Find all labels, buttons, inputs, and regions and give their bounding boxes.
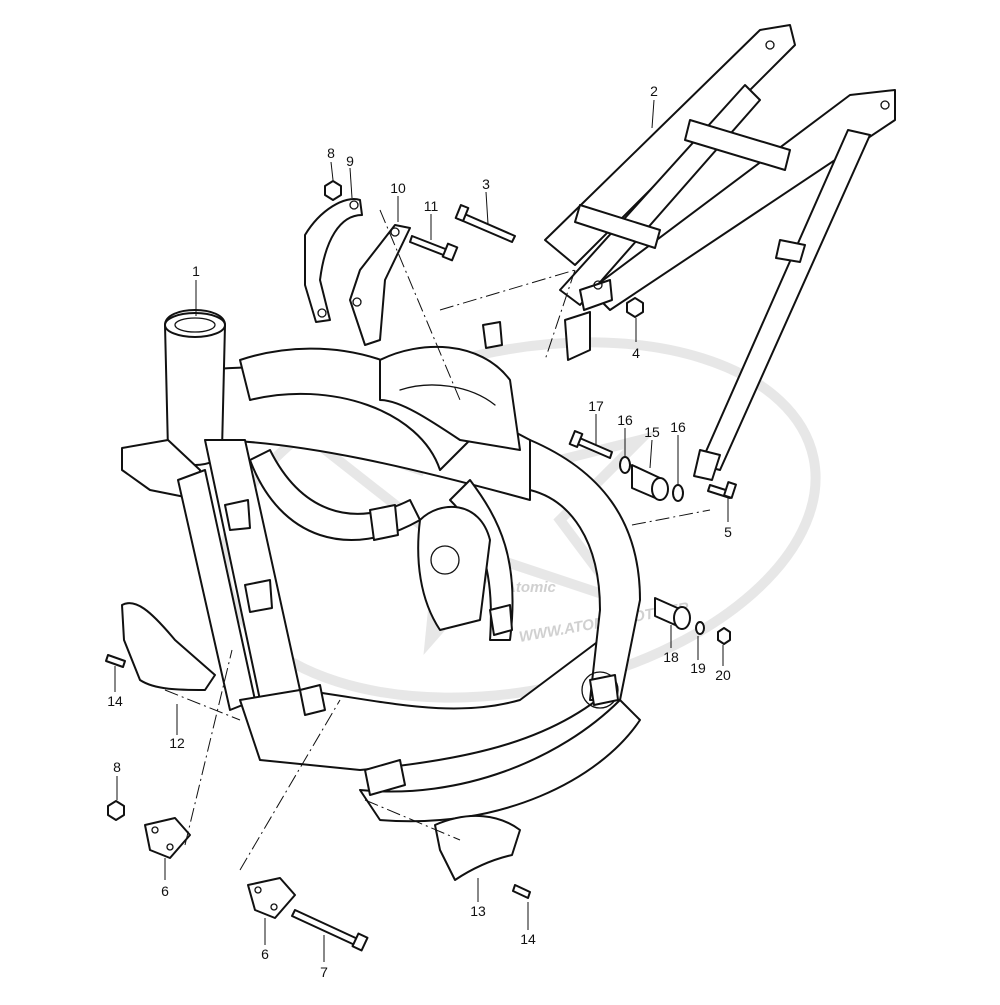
- callout-20: 20: [715, 667, 731, 683]
- rear-subframe: [544, 24, 896, 481]
- fasteners: [105, 180, 737, 952]
- guard-12: [121, 602, 216, 691]
- callout-6b: 6: [261, 946, 269, 962]
- plate-6-lower: [247, 877, 296, 919]
- callout-8a: 8: [327, 145, 335, 161]
- callouts: 1 2 3 4 5 6 6 7 8 8 9 10 11 12 13 14 14 …: [107, 83, 732, 980]
- callout-19: 19: [690, 660, 706, 676]
- callout-18: 18: [663, 649, 679, 665]
- callout-8b: 8: [113, 759, 121, 775]
- reference-lines: [164, 209, 711, 871]
- callout-10: 10: [390, 180, 406, 196]
- callout-3: 3: [482, 176, 490, 192]
- callout-7: 7: [320, 964, 328, 980]
- bracket-10: [349, 224, 411, 346]
- callout-9: 9: [346, 153, 354, 169]
- callout-2: 2: [650, 83, 658, 99]
- callout-17: 17: [588, 398, 604, 414]
- callout-13: 13: [470, 903, 486, 919]
- callout-15: 15: [644, 424, 660, 440]
- bracket-9: [304, 198, 363, 323]
- callout-4: 4: [632, 345, 640, 361]
- guard-13: [434, 814, 521, 881]
- callout-12: 12: [169, 735, 185, 751]
- main-frame: [121, 309, 641, 823]
- watermark-logo-text: Atomic: [504, 579, 556, 596]
- callout-16a: 16: [617, 412, 633, 428]
- callout-6a: 6: [161, 883, 169, 899]
- plate-6-upper: [144, 817, 191, 859]
- callout-11: 11: [424, 198, 439, 214]
- leader-lines: [114, 99, 729, 962]
- callout-16b: 16: [670, 419, 686, 435]
- callout-5: 5: [724, 524, 732, 540]
- callout-1: 1: [192, 263, 200, 279]
- callout-14a: 14: [107, 693, 123, 709]
- callout-14b: 14: [520, 931, 536, 947]
